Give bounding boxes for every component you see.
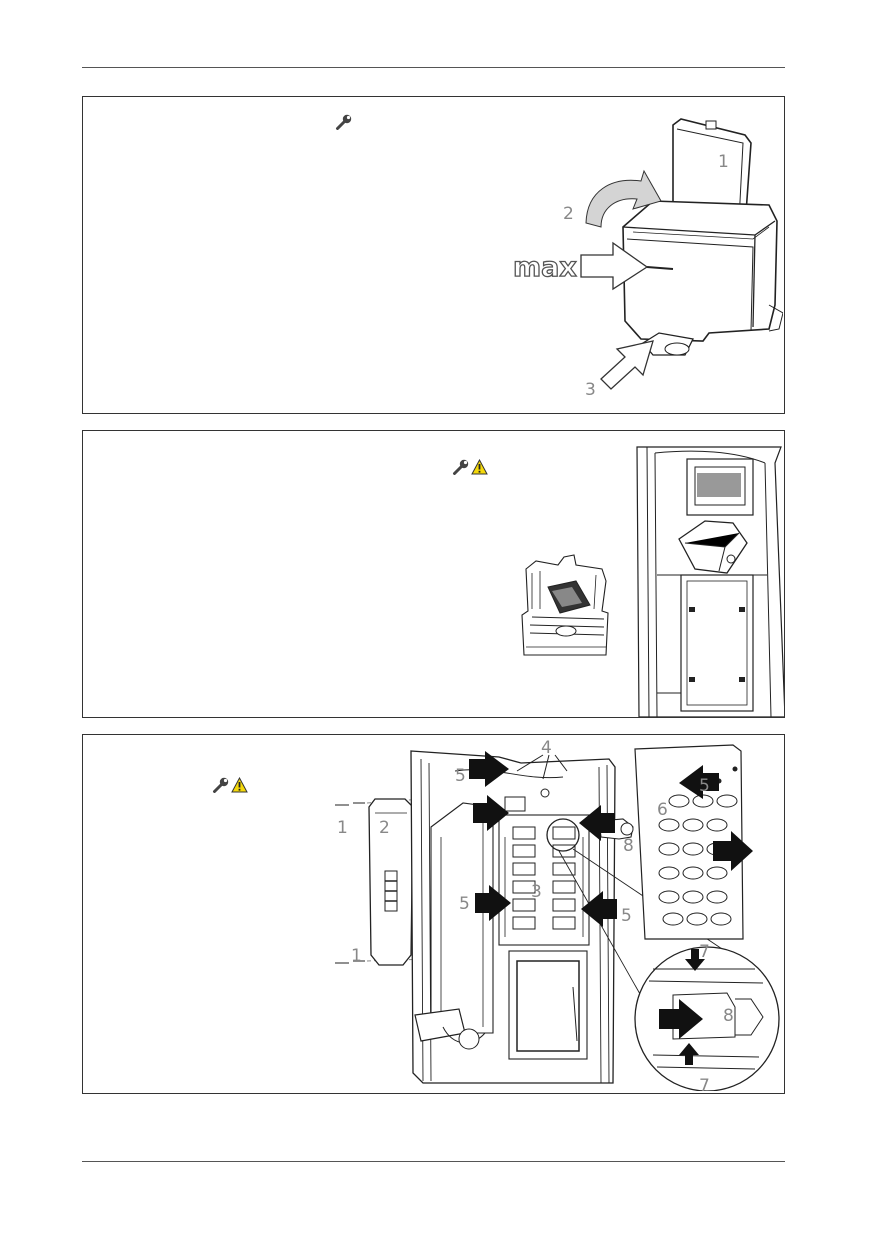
label-7a: 7 (699, 942, 710, 962)
coin-mech-small-illustration (521, 554, 609, 656)
door-interior-illustration (636, 446, 784, 717)
wrench-icon (453, 459, 469, 475)
label-2: 2 (563, 204, 574, 224)
label-1: 1 (718, 152, 729, 172)
label-1a: 1 (337, 818, 348, 838)
panel1-icons (335, 114, 353, 130)
label-5b: 5 (699, 776, 710, 796)
label-5d: 5 (621, 906, 632, 926)
label-7b: 7 (699, 1076, 710, 1091)
panel-container-refill: max 1 2 3 (82, 96, 785, 414)
panel3-icons (212, 777, 248, 793)
panel2-icons (452, 459, 488, 475)
label-5a: 5 (455, 766, 466, 786)
label-3: 3 (585, 380, 596, 400)
warning-icon (231, 777, 248, 793)
label-8a: 8 (623, 836, 634, 856)
label-1b: 1 (351, 946, 362, 966)
header-rule (82, 67, 785, 68)
label-3: 3 (531, 882, 542, 902)
label-4: 4 (541, 738, 552, 758)
label-2: 2 (379, 818, 390, 838)
wrench-icon (213, 777, 229, 793)
exploded-door-illustration: 1 1 2 3 4 5 5 5 5 6 7 7 8 8 (335, 738, 780, 1091)
footer-rule (82, 1161, 785, 1162)
wrench-icon (336, 114, 352, 130)
label-5c: 5 (459, 894, 470, 914)
max-label: max (513, 252, 577, 283)
panel-front-panel: 1 1 2 3 4 5 5 5 5 6 7 7 8 8 (82, 734, 785, 1094)
label-6: 6 (657, 800, 668, 820)
panel-coin-mechanism (82, 430, 785, 718)
warning-icon (471, 459, 488, 475)
label-8b: 8 (723, 1006, 734, 1026)
container-illustration: max 1 2 3 (512, 118, 783, 400)
